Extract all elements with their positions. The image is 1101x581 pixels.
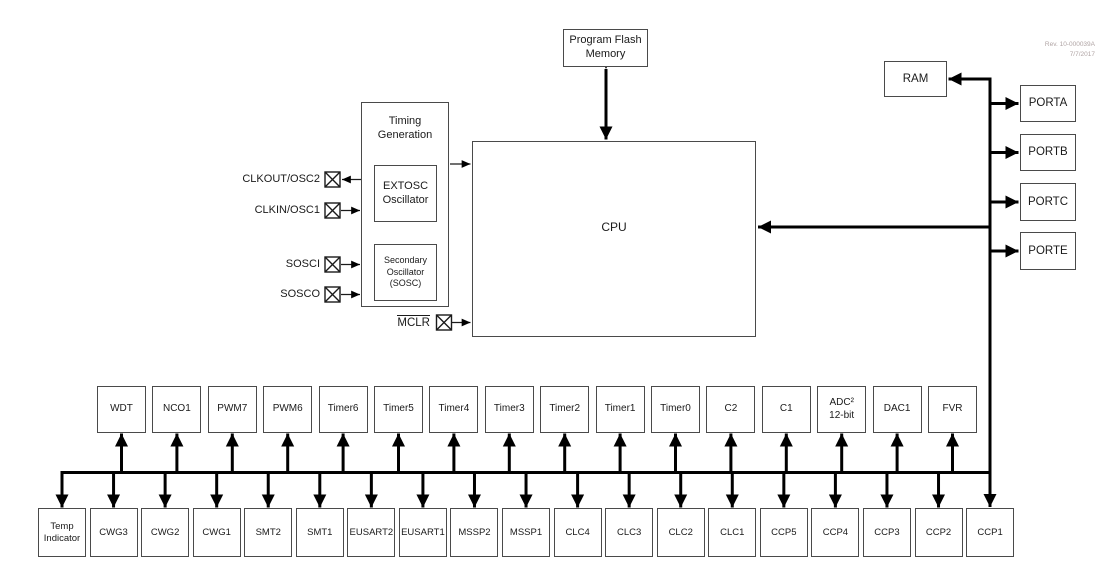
peripheral-box-ccp5: CCP5	[759, 508, 808, 557]
pin-symbols	[324, 171, 453, 331]
peripheral-box-eusart1: EUSART1	[398, 508, 447, 557]
portb-box: PORTB	[1020, 134, 1076, 171]
pin-label-sosco: SOSCO	[280, 288, 320, 300]
peripheral-box-c2: C2	[706, 386, 756, 433]
peripheral-box-timer2: Timer2	[540, 386, 590, 433]
peripheral-box-timer3: Timer3	[484, 386, 534, 433]
peripheral-box-timer1: Timer1	[595, 386, 645, 433]
mclr-pin-icon	[435, 314, 453, 331]
peripheral-box-ccp2: CCP2	[914, 508, 963, 557]
peripheral-box-timer4: Timer4	[429, 386, 479, 433]
revision-date: 7/7/2017	[1069, 50, 1095, 58]
peripheral-box-clc4: CLC4	[553, 508, 602, 557]
peripheral-box-fvr: FVR	[928, 386, 977, 433]
sosci-pin-icon	[324, 256, 341, 273]
peripheral-box-ccp4: CCP4	[811, 508, 860, 557]
mclr-overline-text: MCLR	[397, 315, 430, 329]
oscillator-pin-arrows	[341, 160, 471, 327]
extosc-oscillator-box: EXTOSC Oscillator	[374, 165, 437, 222]
peripheral-box-smt2: SMT2	[244, 508, 293, 557]
peripheral-box-mssp2: MSSP2	[450, 508, 499, 557]
peripheral-box-mssp1: MSSP1	[502, 508, 551, 557]
pin-label-sosci: SOSCI	[285, 258, 320, 270]
clkout-pin-icon	[324, 171, 341, 188]
peripheral-box-ccp1: CCP1	[966, 508, 1015, 557]
peripheral-box-eusart2: EUSART2	[347, 508, 396, 557]
peripheral-box-smt1: SMT1	[295, 508, 344, 557]
peripheral-box-clc2: CLC2	[656, 508, 705, 557]
cpu-box: CPU	[472, 141, 756, 337]
peripheral-box-wdt: WDT	[97, 386, 146, 433]
revision-note: Rev. 10-000039A 7/7/2017	[1045, 40, 1095, 60]
pin-label-clkout-osc2: CLKOUT/OSC2	[242, 173, 320, 185]
peripheral-box-cwg1: CWG1	[192, 508, 241, 557]
peripheral-box-clc3: CLC3	[605, 508, 654, 557]
peripheral-box-pwm7: PWM7	[207, 386, 257, 433]
timing-generation-label: Timing Generation	[377, 115, 433, 141]
peripheral-box-pwm6: PWM6	[263, 386, 313, 433]
porte-box: PORTE	[1020, 232, 1076, 270]
pin-label-clkin-osc1: CLKIN/OSC1	[254, 204, 320, 216]
peripheral-box-timer6: Timer6	[318, 386, 368, 433]
peripheral-box-cwg3: CWG3	[89, 508, 138, 557]
ram-box: RAM	[884, 61, 947, 97]
peripheral-box-cwg2: CWG2	[141, 508, 190, 557]
peripheral-bus-arrows	[55, 433, 960, 508]
pin-label-mclr: MCLR	[397, 315, 430, 329]
sosco-pin-icon	[324, 286, 341, 303]
peripheral-box-timer0: Timer0	[651, 386, 700, 433]
porta-box: PORTA	[1020, 85, 1076, 122]
portc-box: PORTC	[1020, 183, 1076, 221]
peripheral-box-timer5: Timer5	[374, 386, 423, 433]
revision-number: Rev. 10-000039A	[1044, 41, 1095, 48]
peripheral-box-ccp3: CCP3	[862, 508, 911, 557]
peripheral-box-clc1: CLC1	[708, 508, 757, 557]
secondary-oscillator-box: Secondary Oscillator (SOSC)	[374, 244, 437, 301]
program-flash-memory-box: Program Flash Memory	[563, 29, 648, 67]
peripheral-box-nco1: NCO1	[152, 386, 202, 433]
peripheral-box-c1: C1	[761, 386, 811, 433]
clkin-pin-icon	[324, 202, 341, 219]
peripheral-box-dac1: DAC1	[872, 386, 922, 433]
